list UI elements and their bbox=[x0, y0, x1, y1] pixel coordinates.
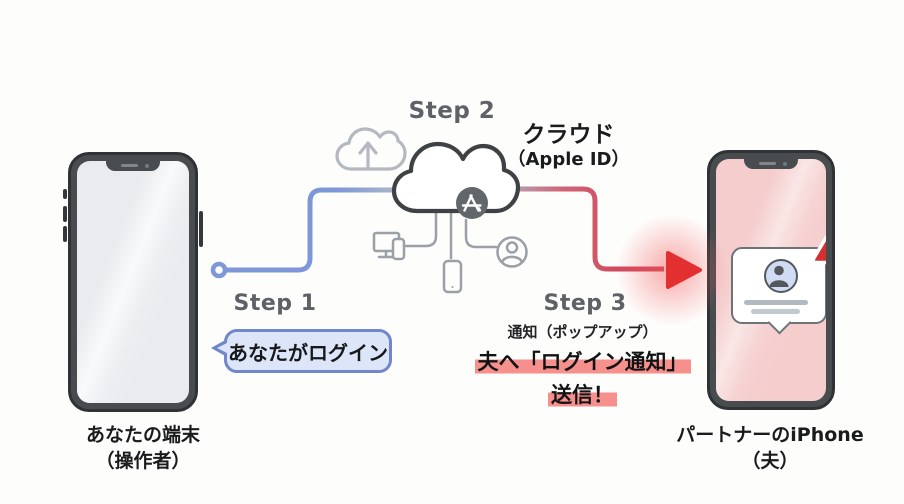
cloud-label: クラウド （Apple ID） bbox=[496, 122, 641, 171]
cloud-upload-icon bbox=[335, 127, 407, 171]
cloud-title: クラウド bbox=[522, 122, 615, 148]
left-phone-screen bbox=[77, 161, 189, 403]
bubble-tail-fill bbox=[217, 342, 229, 354]
notification-text-line bbox=[744, 300, 808, 305]
login-speech-bubble: あなたがログイン bbox=[211, 329, 392, 373]
volume-button bbox=[63, 226, 67, 242]
red-flow-line bbox=[505, 186, 664, 272]
cloud-connector-lines bbox=[404, 210, 498, 260]
notice-caption: 通知（ポップアップ） bbox=[507, 323, 658, 341]
step1-label: Step 1 bbox=[233, 291, 317, 316]
notification-text-line bbox=[751, 309, 800, 314]
camera-dot bbox=[783, 162, 787, 166]
blue-flow-line bbox=[226, 187, 398, 273]
warning-alert-icon bbox=[811, 234, 826, 265]
cloud-subtitle: （Apple ID） bbox=[507, 149, 630, 171]
left-phone bbox=[63, 152, 203, 412]
right-phone-screen bbox=[716, 159, 826, 401]
app-store-icon bbox=[456, 187, 488, 219]
volume-button bbox=[63, 206, 67, 222]
power-button bbox=[199, 211, 203, 247]
user-circle-icon bbox=[496, 236, 528, 268]
user-avatar-icon bbox=[764, 259, 798, 293]
left-device-label: あなたの端末 （操作者） bbox=[43, 422, 243, 474]
smartphone-icon bbox=[442, 259, 463, 294]
right-phone-notch bbox=[744, 159, 798, 169]
speaker-grille bbox=[121, 164, 138, 167]
step3-label: Step 3 bbox=[543, 291, 627, 316]
right-device-label-line2: （夫） bbox=[741, 450, 799, 472]
left-phone-notch bbox=[106, 161, 160, 171]
left-device-label-line2: （操作者） bbox=[95, 450, 191, 472]
notice-highlight-line1: 夫へ「ログイン通知」 bbox=[450, 347, 715, 377]
step2-label: Step 2 bbox=[408, 98, 496, 124]
speaker-grille bbox=[759, 162, 776, 165]
volume-button bbox=[63, 189, 67, 199]
right-device-label-line1: パートナーのiPhone bbox=[676, 424, 864, 446]
computer-devices-icon bbox=[372, 231, 406, 261]
flow-start-dot bbox=[210, 261, 228, 279]
bubble-text: あなたがログイン bbox=[228, 340, 388, 365]
screen-reflection bbox=[77, 161, 189, 403]
camera-dot bbox=[145, 164, 149, 168]
left-device-label-line1: あなたの端末 bbox=[85, 424, 200, 446]
right-phone bbox=[707, 150, 835, 410]
highlighted-text: 送信！ bbox=[548, 383, 617, 407]
cloud-outline-icon bbox=[391, 141, 521, 214]
avatar-person-glyph bbox=[769, 265, 789, 287]
right-device-label: パートナーのiPhone （夫） bbox=[660, 422, 880, 474]
notification-popup bbox=[731, 234, 826, 335]
highlighted-text: 夫へ「ログイン通知」 bbox=[474, 350, 691, 374]
notice-highlight-line2: 送信！ bbox=[450, 380, 715, 410]
